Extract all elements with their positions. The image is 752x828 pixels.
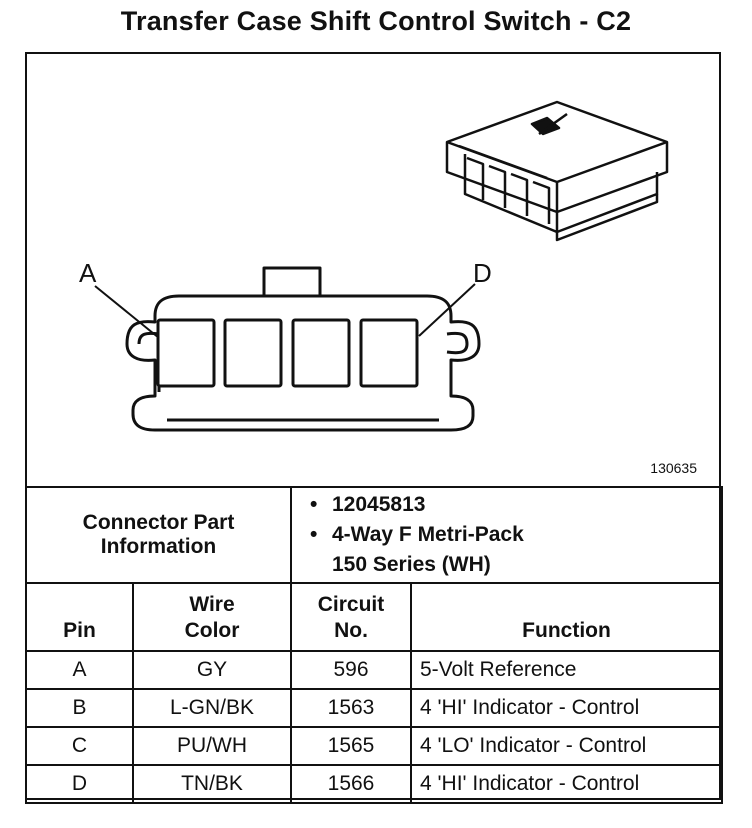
function-cell: 4 'HI' Indicator - Control — [410, 688, 723, 728]
connector-drawing — [94, 100, 669, 432]
pin-callout-a: A — [79, 258, 97, 288]
connector-info-row: Connector Part Information • 12045813 • … — [25, 486, 723, 584]
circuit-cell: 1565 — [290, 726, 412, 766]
pin-cell: C — [25, 726, 134, 766]
pin-callout-d: D — [473, 258, 492, 288]
figure-id: 130635 — [650, 460, 697, 476]
wire-color-cell: GY — [132, 650, 292, 690]
wire-color-cell: PU/WH — [132, 726, 292, 766]
connector-info-label: Connector Part Information — [25, 486, 292, 584]
connector-isometric-icon — [445, 100, 669, 242]
connector-figure: A D 130635 — [27, 54, 719, 486]
part-number-item: • 12045813 — [310, 493, 426, 516]
table-row: B L-GN/BK 1563 4 'HI' Indicator - Contro… — [25, 688, 723, 728]
circuit-cell: 596 — [290, 650, 412, 690]
pin-cell: D — [25, 764, 134, 804]
function-cell: 4 'LO' Indicator - Control — [410, 726, 723, 766]
table-row: D TN/BK 1566 4 'HI' Indicator - Control — [25, 764, 723, 804]
diagram-frame: A D 130635 Connector Part Information • … — [25, 52, 723, 804]
function-cell: 4 'HI' Indicator - Control — [410, 764, 723, 804]
pin-cell: A — [25, 650, 134, 690]
circuit-cell: 1566 — [290, 764, 412, 804]
header-pin: Pin — [25, 582, 134, 652]
connector-front-view-icon — [125, 266, 481, 432]
pin-cell: B — [25, 688, 134, 728]
header-function: Function — [410, 582, 723, 652]
circuit-cell: 1563 — [290, 688, 412, 728]
page-title: Transfer Case Shift Control Switch - C2 — [120, 6, 632, 36]
wire-color-cell: L-GN/BK — [132, 688, 292, 728]
connector-table: Connector Part Information • 12045813 • … — [25, 486, 723, 804]
table-row: A GY 596 5-Volt Reference — [25, 650, 723, 690]
connector-info-value: • 12045813 • 4-Way F Metri-Pack 150 Seri… — [290, 486, 723, 584]
callout-lines — [94, 283, 476, 339]
table-row: C PU/WH 1565 4 'LO' Indicator - Control — [25, 726, 723, 766]
connector-type-item: • 4-Way F Metri-Pack 150 Series (WH) — [310, 523, 524, 576]
function-cell: 5-Volt Reference — [410, 650, 723, 690]
wire-color-cell: TN/BK — [132, 764, 292, 804]
